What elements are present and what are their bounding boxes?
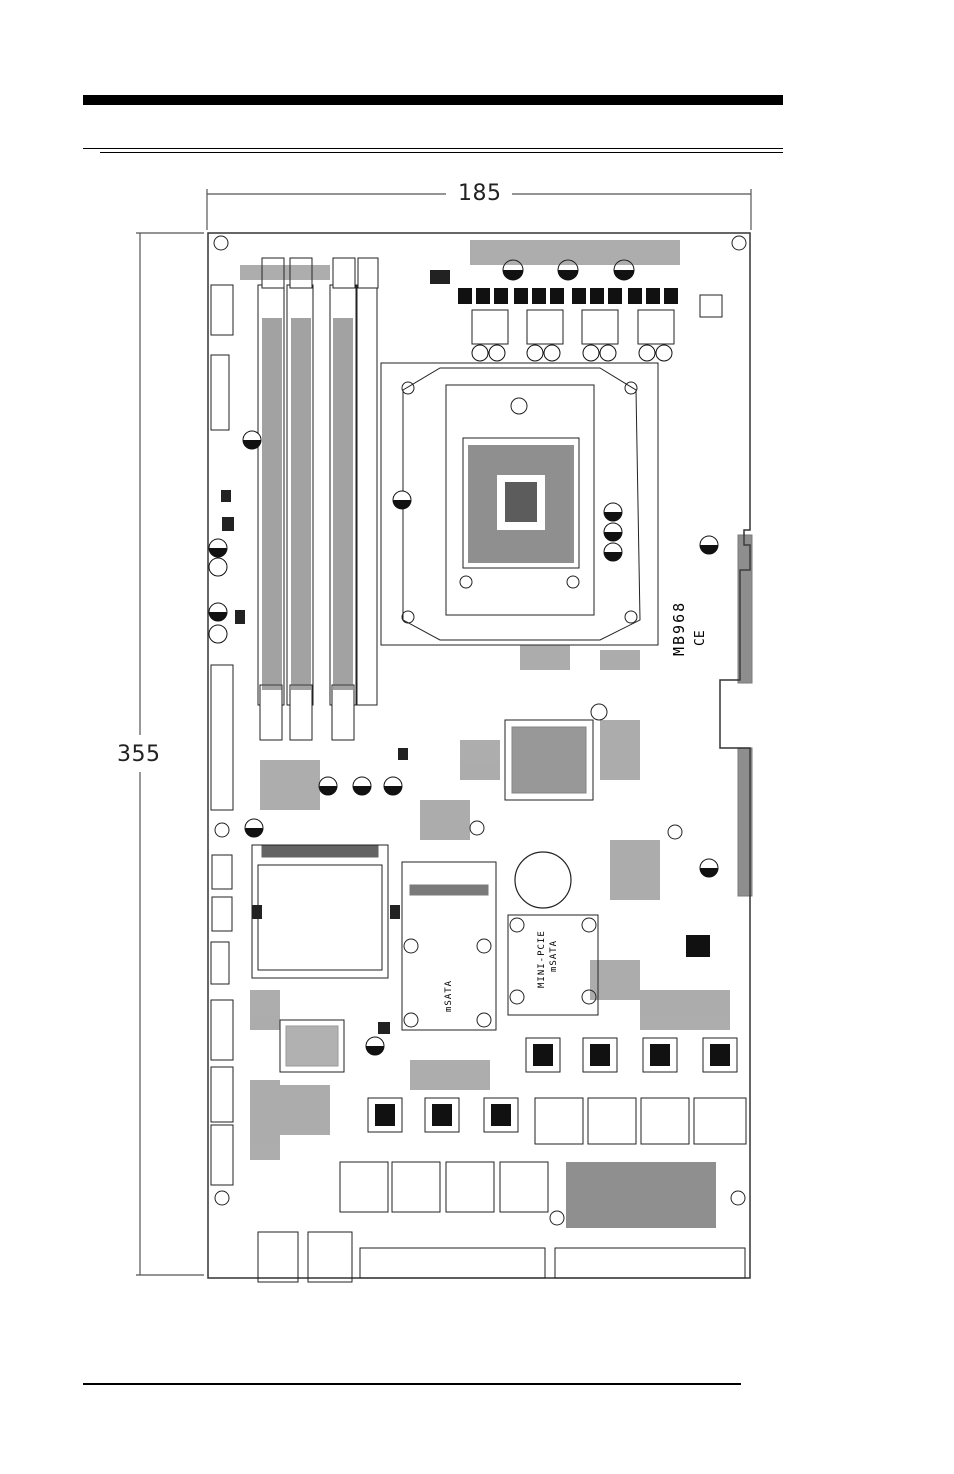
vrm-mosfets	[458, 288, 678, 304]
msata-label-a: mSATA	[549, 940, 559, 972]
footer-rule	[83, 1383, 741, 1385]
super-io-chip	[280, 1020, 344, 1072]
dimm-pin-fields	[262, 318, 353, 690]
board-model-label: MB968	[670, 601, 688, 656]
width-dimension-label: 185	[452, 181, 508, 206]
left-side-headers	[211, 285, 233, 1185]
chipset-bga	[505, 720, 593, 800]
pcie-edge-connector	[738, 535, 752, 896]
cmos-battery	[515, 852, 571, 908]
cpu-socket-pins	[468, 445, 574, 563]
chipset-mark	[591, 704, 607, 720]
ce-mark: CE	[693, 630, 708, 646]
height-dimension-label: 355	[117, 738, 161, 771]
vrm-chokes	[472, 310, 674, 344]
msata-label-b: mSATA	[444, 980, 454, 1012]
capacitor-polarity-marks	[209, 270, 718, 1055]
rear-io-ports	[258, 1232, 745, 1282]
capacitors	[209, 260, 718, 1055]
compact-flash-slot	[252, 845, 388, 978]
pin-header-array	[566, 1162, 716, 1228]
mini-pcie-label: MINI-PCIE	[537, 930, 547, 988]
